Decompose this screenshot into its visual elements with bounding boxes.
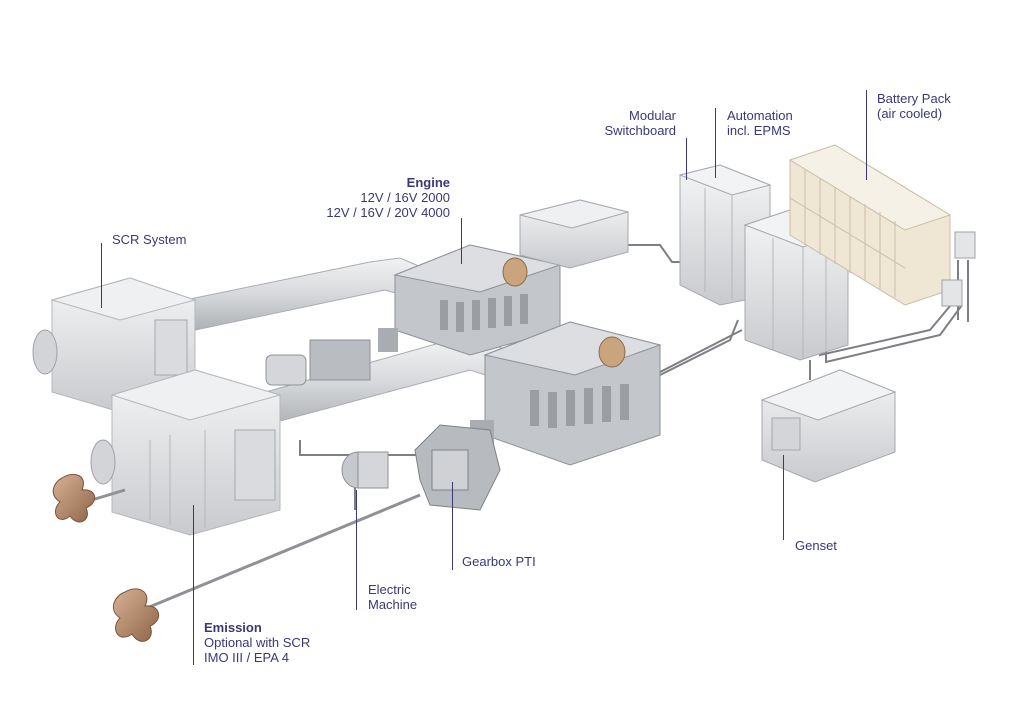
leader-battery bbox=[866, 90, 867, 180]
label-electric-machine: Electric Machine bbox=[368, 582, 417, 612]
engine-title: Engine bbox=[406, 175, 450, 190]
label-battery-pack: Battery Pack (air cooled) bbox=[877, 91, 951, 121]
label-engine: Engine 12V / 16V 2000 12V / 16V / 20V 40… bbox=[300, 175, 450, 220]
switchboard-line2: Switchboard bbox=[604, 123, 676, 138]
propeller-upper bbox=[52, 474, 96, 523]
gearbox-pti bbox=[414, 424, 501, 511]
automation-line1: Automation bbox=[727, 108, 793, 123]
engine-control-cabinet bbox=[519, 199, 630, 269]
scr-system-upper bbox=[32, 277, 197, 413]
leader-gearbox bbox=[452, 482, 453, 570]
electric-machine-line2: Machine bbox=[368, 597, 418, 612]
leader-emission bbox=[193, 505, 194, 665]
engine-line1: 12V / 16V 2000 bbox=[360, 190, 450, 205]
scr-system-lower bbox=[90, 369, 282, 536]
emission-line2: IMO III / EPA 4 bbox=[204, 650, 290, 665]
battery-line1: Battery Pack bbox=[877, 91, 951, 106]
engine-line2: 12V / 16V / 20V 4000 bbox=[326, 205, 450, 220]
electric-machine bbox=[341, 451, 389, 489]
gearbox-text: Gearbox PTI bbox=[462, 554, 536, 569]
switchboard-line1: Modular bbox=[629, 108, 676, 123]
leader-scr-system bbox=[101, 243, 102, 308]
label-genset: Genset bbox=[795, 538, 837, 553]
label-gearbox-pti: Gearbox PTI bbox=[462, 554, 536, 569]
engine-lower bbox=[470, 321, 662, 466]
battery-pack bbox=[788, 144, 976, 307]
label-scr-system: SCR System bbox=[112, 232, 186, 247]
electric-machine-upper bbox=[265, 339, 371, 386]
leader-switchboard bbox=[686, 138, 687, 180]
leader-automation bbox=[715, 108, 716, 178]
leader-engine bbox=[461, 218, 462, 264]
battery-line2: (air cooled) bbox=[877, 106, 943, 121]
label-emission: Emission Optional with SCR IMO III / EPA… bbox=[204, 620, 310, 665]
scr-system-text: SCR System bbox=[112, 232, 187, 247]
emission-line1: Optional with SCR bbox=[204, 635, 311, 650]
label-switchboard: Modular Switchboard bbox=[576, 108, 676, 138]
emission-title: Emission bbox=[204, 620, 262, 635]
leader-genset bbox=[783, 455, 784, 540]
label-automation: Automation incl. EPMS bbox=[727, 108, 793, 138]
electric-machine-line1: Electric bbox=[368, 582, 411, 597]
automation-line2: incl. EPMS bbox=[727, 123, 791, 138]
genset-text: Genset bbox=[795, 538, 837, 553]
leader-electric-machine bbox=[356, 490, 357, 610]
engine-upper bbox=[378, 244, 562, 356]
genset bbox=[760, 369, 897, 483]
propeller-lower bbox=[112, 588, 160, 642]
